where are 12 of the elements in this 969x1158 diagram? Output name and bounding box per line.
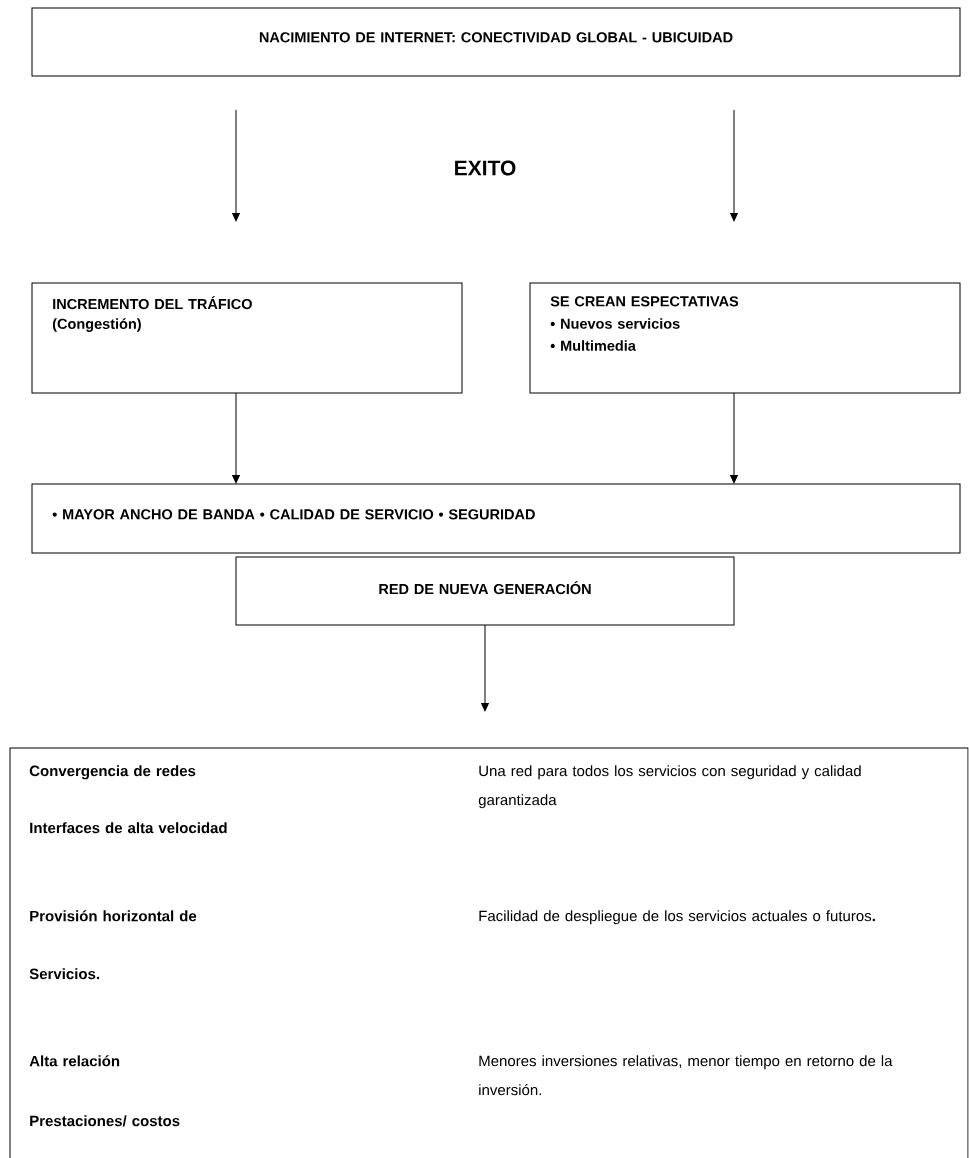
arrow <box>730 109 738 222</box>
arrow <box>232 392 240 484</box>
arrow <box>232 109 240 222</box>
process-box: Convergencia de redes Una red para todos los servicios con seguridad y calidad garantizada Interfaces de alta velocidad Provisión horizontal de Facilidad de despliegue de los servicios actuales o futuros. Servicios. Alta relación Menores inversiones relativas, menor tiempo en retorno de la inversión. Prestaciones/ costos <box>9 747 969 1158</box>
heading-label: EXITO <box>455 160 516 176</box>
process-box: RED DE NUEVA GENERACIÓN <box>235 556 735 626</box>
process-box: INCREMENTO DEL TRÁFICO (Congestión) <box>31 282 463 394</box>
process-box: SE CREAN ESPECTATIVAS • Nuevos servicios • Multimedia <box>529 282 961 394</box>
process-box: • MAYOR ANCHO DE BANDA • CALIDAD DE SERVICIO • SEGURIDAD <box>31 483 961 554</box>
arrow <box>481 624 489 712</box>
arrow <box>730 392 738 484</box>
process-box: NACIMIENTO DE INTERNET: CONECTIVIDAD GLOBAL - UBICUIDAD <box>31 7 961 77</box>
